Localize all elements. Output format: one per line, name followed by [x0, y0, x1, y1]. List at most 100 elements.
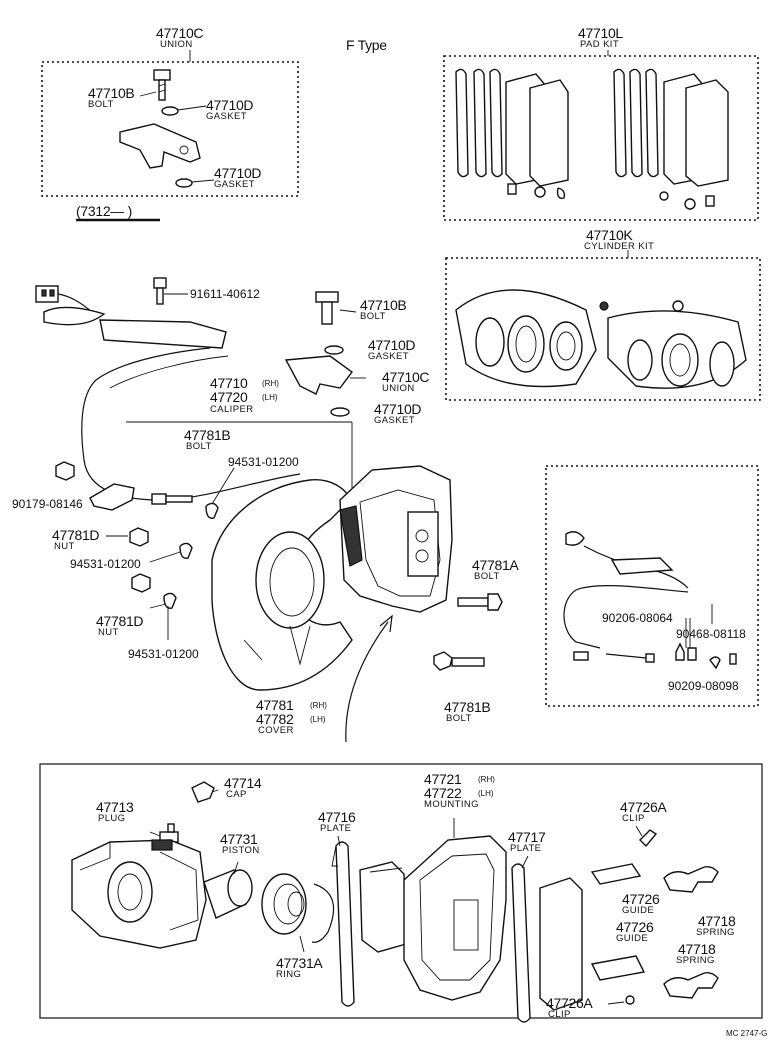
part-number-91611-40612: 91611-40612 [190, 287, 260, 301]
wire-group-box [545, 465, 759, 707]
part-name-union-top: UNION [160, 39, 193, 50]
part-name-cylinder-kit: CYLINDER KIT [584, 241, 655, 252]
clip-47726a-top-icon [639, 829, 658, 848]
caliper-assembly-icon [339, 465, 453, 613]
part-name-cover: COVER [258, 725, 294, 736]
part-name-nut-b: NUT [98, 627, 119, 638]
part-number-47781b-bot: 47781B [444, 699, 491, 715]
cap-47714-icon [191, 781, 215, 803]
union-bracket-icon [119, 123, 201, 169]
guide-47726-2-icon [590, 955, 646, 981]
gasket-bottom-icon [175, 178, 193, 188]
union-mid-icon [284, 355, 353, 395]
cylinder-kit-left-icon [455, 289, 597, 388]
ring-47731a-icon [311, 883, 335, 943]
part-number-47726a-top: 47726A [620, 799, 667, 815]
part-number-47718-2: 47718 [678, 941, 716, 957]
range-note: (7312— ) [76, 203, 132, 219]
part-number-90209-08098: 90209-08098 [668, 679, 739, 693]
piston-47731-icon [203, 869, 253, 919]
part-number-94531-01200-c: 94531-01200 [128, 647, 199, 661]
part-name-spring-2: SPRING [676, 955, 715, 966]
cylinder-kit-right-icon [607, 310, 747, 389]
mounting-47721-icon [403, 835, 507, 1001]
pad-kit-clips-right-icon [659, 191, 715, 210]
caliper-body-icon [71, 839, 207, 949]
part-name-bolt-47781b-bot: BOLT [446, 713, 472, 724]
part-number-47781d-a: 47781D [52, 527, 100, 543]
dust-cover-icon [211, 479, 353, 691]
part-number-47713: 47713 [96, 799, 134, 815]
part-number-90179-08146: 90179-08146 [12, 497, 83, 511]
spring-47718-1-icon [663, 865, 719, 893]
caliper-detail-box [39, 763, 763, 1019]
bolt-47781b-top-icon [151, 493, 193, 505]
part-name-bolt-top: BOLT [88, 99, 114, 110]
part-name-plug: PLUG [98, 813, 126, 824]
screw-91611-icon [153, 277, 167, 305]
part-number-47710d-mid-2: 47710D [374, 401, 422, 417]
part-name-ring: RING [276, 969, 302, 980]
part-number-47781b-top: 47781B [184, 427, 231, 443]
boot-47731a-icon [261, 873, 307, 935]
part-number-47720-lh: 47720 [210, 389, 248, 405]
part-number-47710-rh: 47710 [210, 375, 248, 391]
nut-47781d-b-icon [131, 573, 151, 593]
part-number-90468-08118: 90468-08118 [676, 627, 746, 641]
part-name-union-mid: UNION [382, 383, 415, 394]
part-number-47716: 47716 [318, 809, 356, 825]
clip-94531-b-icon [179, 542, 193, 559]
part-name-bolt-47781a: BOLT [474, 571, 500, 582]
part-name-guide-2: GUIDE [616, 933, 649, 944]
pad-kit-pads-right-icon [663, 73, 729, 187]
spring-47718-2-icon [663, 971, 719, 999]
part-name-piston: PISTON [222, 845, 260, 856]
part-number-47710d-top-1: 47710D [206, 97, 254, 113]
part-name-plate-1: PLATE [320, 823, 352, 834]
part-number-47782-lh: 47782 [256, 711, 294, 727]
part-name-caliper: CALIPER [210, 404, 254, 415]
pad-kit-shims-right-icon [613, 68, 659, 178]
pad-kit-shims-left-icon [455, 68, 503, 178]
clip-47726a-bot-icon [625, 995, 635, 1005]
variant-f-type: F Type [346, 37, 387, 53]
side-lh-1: (LH) [262, 393, 278, 402]
part-name-clip-top: CLIP [622, 813, 645, 824]
drawing-code: MC 2747-G [726, 1029, 768, 1038]
part-number-47710k: 47710K [586, 227, 633, 243]
plate-47716-icon [331, 841, 355, 1007]
guide-47726-1-icon [590, 863, 642, 885]
cylinder-plug-icon [672, 300, 684, 312]
bolt-47781b-bot-icon [433, 651, 485, 671]
part-name-pad-kit: PAD KIT [580, 39, 620, 50]
part-number-90206-08064: 90206-08064 [602, 611, 673, 625]
part-name-bolt-mid: BOLT [360, 311, 386, 322]
part-name-plate-2: PLATE [510, 843, 542, 854]
nut-90179-icon [55, 461, 75, 481]
part-number-47710c-mid: 47710C [382, 369, 430, 385]
part-number-47731a: 47731A [276, 955, 323, 971]
part-number-47726-2: 47726 [616, 919, 654, 935]
bolt-47710b-mid-icon [315, 291, 339, 325]
part-number-47726-1: 47726 [622, 891, 660, 907]
wear-sensor-wire-icon [563, 531, 737, 670]
part-name-clip-bot: CLIP [548, 1009, 571, 1020]
part-number-47721-rh: 47721 [424, 771, 462, 787]
pad-kit-pads-left-icon [505, 73, 569, 187]
part-number-47781d-b: 47781D [96, 613, 144, 629]
plate-47717-icon [511, 863, 531, 1023]
bleeder-cap-icon [599, 301, 609, 311]
wear-sensor-connector-icon [35, 285, 106, 326]
part-number-47710b-top: 47710B [88, 85, 135, 101]
part-number-47710b-mid: 47710B [360, 297, 407, 313]
part-number-94531-01200-a: 94531-01200 [228, 455, 299, 469]
part-name-nut-a: NUT [54, 541, 75, 552]
part-name-gasket-top-1: GASKET [206, 111, 247, 122]
assembly-arrow-icon [345, 621, 389, 743]
bolt-47781a-icon [457, 593, 503, 611]
plug-47713-icon [159, 823, 179, 843]
part-number-47731: 47731 [220, 831, 258, 847]
gasket-mid-lower-icon [330, 407, 350, 417]
part-name-gasket-mid-2: GASKET [374, 415, 415, 426]
